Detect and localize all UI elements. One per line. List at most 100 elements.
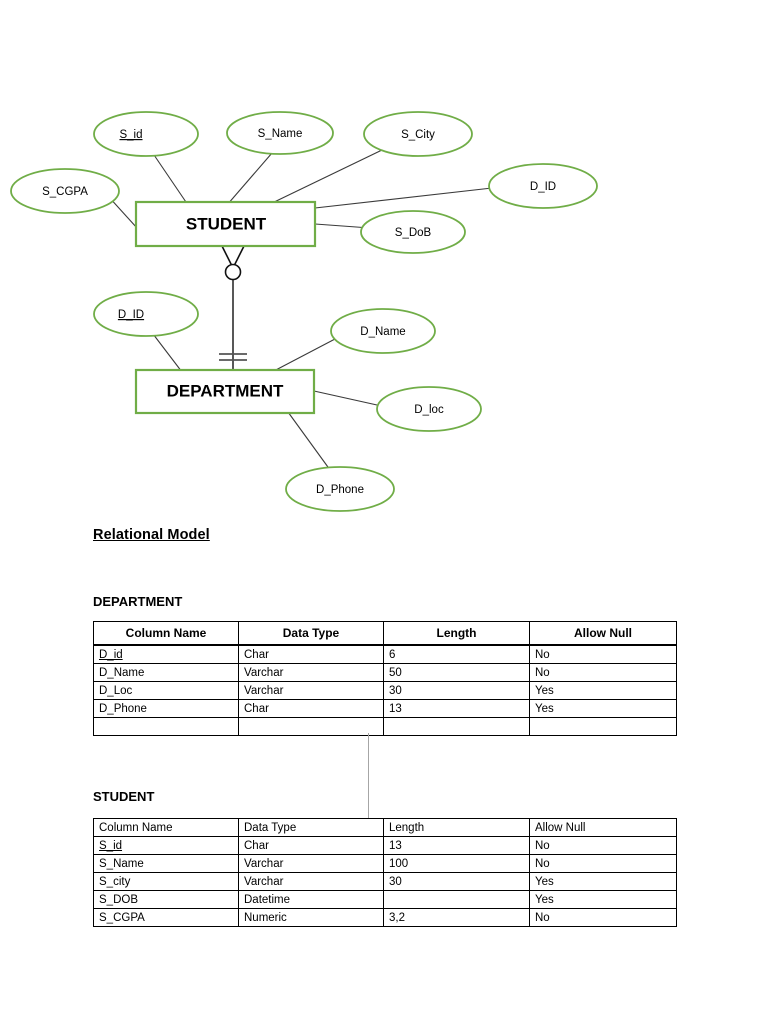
foreign-key-reference-line (368, 733, 369, 827)
cell-column-name: D_id (93, 644, 239, 664)
attribute-s-id[interactable]: S_id (93, 111, 199, 157)
attribute-s-cgpa-ellipse (10, 168, 120, 214)
table-header-row: Column Name Data Type Length Allow Null (93, 621, 677, 646)
attribute-s-city-label: S_City (401, 129, 435, 141)
cell-allow-null: No (529, 644, 677, 664)
header-length: Length (383, 621, 530, 646)
connector-s-id (151, 151, 189, 206)
cell-allow-null: Yes (529, 890, 677, 909)
attribute-student-d-id-label: D_ID (530, 181, 556, 193)
table-row: S_id Char 13 No (93, 836, 677, 855)
attribute-s-city[interactable]: S_City (363, 111, 473, 157)
header-data-type: Data Type (238, 818, 384, 837)
cell-data-type: Datetime (238, 890, 384, 909)
attribute-s-dob-label: S_DoB (395, 227, 432, 239)
cell-data-type: Numeric (238, 908, 384, 927)
table-row: D_Phone Char 13 Yes (93, 699, 677, 718)
header-data-type: Data Type (238, 621, 384, 646)
cell-allow-null: Yes (529, 699, 677, 718)
cell-length: 50 (383, 663, 530, 682)
attribute-department-d-id-ellipse (93, 291, 199, 337)
cell-allow-null: No (529, 908, 677, 927)
cell-data-type: Char (238, 644, 384, 664)
header-column-name: Column Name (93, 621, 239, 646)
cell-length: 30 (383, 872, 530, 891)
table-row: D_id Char 6 No (93, 644, 677, 664)
er-diagram: STUDENT DEPARTMENT S_id S_Name S_City S_… (10, 111, 598, 512)
optional-circle-icon (224, 263, 242, 281)
connector-d-name (271, 338, 336, 373)
cell-data-type: Varchar (238, 681, 384, 700)
department-table-title: DEPARTMENT (93, 594, 183, 609)
attribute-d-name-ellipse (330, 308, 436, 354)
cell-length: 100 (383, 854, 530, 873)
student-schema-table: Column Name Data Type Length Allow Null … (93, 818, 677, 927)
table-row: S_DOB Datetime Yes (93, 890, 677, 909)
attribute-s-name-ellipse (226, 111, 334, 155)
cell-blank-2 (238, 717, 384, 736)
connector-s-city (267, 149, 383, 206)
connector-s-name (226, 152, 273, 206)
attribute-s-name-label: S_Name (258, 128, 303, 140)
connector-d-phone (287, 411, 334, 475)
attribute-department-d-id[interactable]: D_ID (93, 291, 199, 337)
attribute-s-name[interactable]: S_Name (226, 111, 334, 155)
header-column-name: Column Name (93, 818, 239, 837)
header-allow-null: Allow Null (529, 818, 677, 837)
cell-column-name: S_DOB (93, 890, 239, 909)
entity-department-box (134, 368, 316, 415)
cell-blank-4 (529, 717, 677, 736)
attribute-student-d-id-ellipse (488, 163, 598, 209)
cell-allow-null: Yes (529, 681, 677, 700)
entity-student-label: STUDENT (186, 214, 267, 233)
cell-data-type: Varchar (238, 663, 384, 682)
cell-blank-3 (383, 717, 530, 736)
attribute-d-phone-label: D_Phone (316, 484, 364, 496)
table-row: S_CGPA Numeric 3,2 No (93, 908, 677, 927)
attribute-d-phone-ellipse (285, 466, 395, 512)
connector-s-dob (314, 223, 371, 229)
primary-key-text: D_id (99, 648, 123, 661)
table-row: S_city Varchar 30 Yes (93, 872, 677, 891)
cell-column-name: D_Loc (93, 681, 239, 700)
attribute-s-dob[interactable]: S_DoB (360, 210, 466, 254)
entity-department-label: DEPARTMENT (167, 381, 284, 400)
entity-department[interactable]: DEPARTMENT (134, 368, 316, 415)
connector-s-d-id (314, 187, 493, 209)
attribute-s-cgpa[interactable]: S_CGPA (10, 168, 120, 214)
cell-column-name: S_CGPA (93, 908, 239, 927)
cell-column-name: D_Name (93, 663, 239, 682)
cell-length: 13 (383, 836, 530, 855)
attribute-s-id-label: S_id (119, 129, 142, 141)
attribute-s-cgpa-label: S_CGPA (42, 186, 88, 198)
cell-length: 6 (383, 644, 530, 664)
table-row: D_Loc Varchar 30 Yes (93, 681, 677, 700)
cell-allow-null: Yes (529, 872, 677, 891)
entity-student[interactable]: STUDENT (134, 200, 317, 248)
cell-column-name: S_id (93, 836, 239, 855)
table-row: D_Name Varchar 50 No (93, 663, 677, 682)
primary-key-text: S_id (99, 839, 123, 852)
relational-model-heading: Relational Model (93, 527, 210, 543)
attribute-d-loc-label: D_loc (414, 404, 444, 416)
attribute-d-name[interactable]: D_Name (330, 308, 436, 354)
attribute-connectors (107, 149, 493, 475)
cell-data-type: Char (238, 699, 384, 718)
table-header-row: Column Name Data Type Length Allow Null (93, 818, 677, 837)
student-table-title: STUDENT (93, 789, 155, 804)
header-allow-null: Allow Null (529, 621, 677, 646)
cell-length: 13 (383, 699, 530, 718)
cell-allow-null: No (529, 836, 677, 855)
attribute-department-d-id-label: D_ID (118, 309, 144, 321)
attribute-d-loc[interactable]: D_loc (376, 386, 482, 432)
connector-d-id (149, 329, 183, 373)
attribute-s-dob-ellipse (360, 210, 466, 254)
cell-length: 30 (383, 681, 530, 700)
attribute-d-phone[interactable]: D_Phone (285, 466, 395, 512)
attribute-s-id-ellipse (93, 111, 199, 157)
attribute-d-loc-ellipse (376, 386, 482, 432)
table-row: S_Name Varchar 100 No (93, 854, 677, 873)
relationship-connector (219, 245, 247, 370)
cell-column-name: S_city (93, 872, 239, 891)
attribute-student-d-id[interactable]: D_ID (488, 163, 598, 209)
